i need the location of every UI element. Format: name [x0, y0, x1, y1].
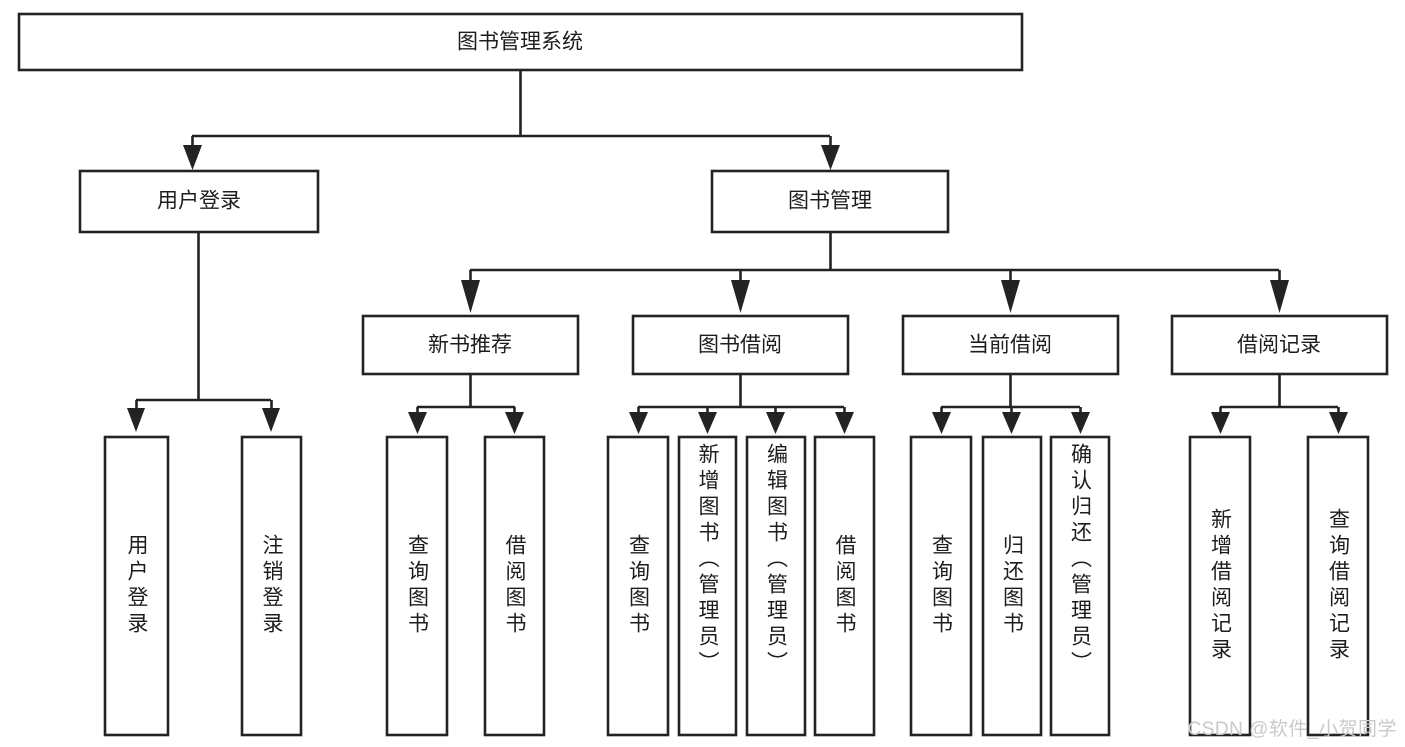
node-leaf-8[interactable] [813, 435, 876, 737]
arrowhead-new-book-rec [461, 280, 480, 313]
node-leaf-2-box[interactable] [240, 435, 303, 737]
node-new-book-rec-label: 新书推荐 [428, 334, 512, 357]
node-leaf-1[interactable] [103, 435, 170, 737]
node-leaf-4[interactable] [483, 435, 546, 737]
node-root-label: 图书管理系统 [457, 31, 583, 54]
arrowhead-user-login [183, 145, 202, 170]
node-borrow-record-label: 借阅记录 [1237, 334, 1321, 357]
node-leaf-7[interactable] [745, 435, 807, 737]
arrowhead-book-borrow [731, 280, 750, 313]
node-user-login[interactable]: 用户登录 [78, 169, 320, 234]
arrowhead-leaf-4 [505, 412, 524, 434]
arrowhead-leaf-13 [1329, 412, 1348, 434]
node-book-borrow[interactable]: 图书借阅 [631, 314, 850, 376]
node-borrow-record-box[interactable] [1170, 314, 1389, 376]
csdn-watermark: CSDN @软件_小贺同学 [1187, 719, 1397, 740]
node-leaf-6-box[interactable] [677, 435, 738, 737]
node-book-manage-box[interactable] [710, 169, 950, 234]
arrowhead-leaf-9 [932, 412, 951, 434]
arrowhead-leaf-3 [408, 412, 427, 434]
arrowhead-book-manage [821, 145, 840, 170]
node-leaf-11[interactable] [1049, 435, 1111, 737]
arrowhead-leaf-12 [1211, 412, 1230, 434]
node-layer: 图书管理系统 用户登录 图书管理 新书推荐 图书借阅 [17, 12, 1389, 737]
node-new-book-rec-box[interactable] [361, 314, 580, 376]
connector-layer [127, 70, 1348, 434]
node-leaf-8-box[interactable] [813, 435, 876, 737]
node-book-manage-label: 图书管理 [788, 190, 872, 213]
node-leaf-5-box[interactable] [606, 435, 670, 737]
node-leaf-13-box[interactable] [1306, 435, 1370, 737]
node-leaf-5[interactable] [606, 435, 670, 737]
node-leaf-9[interactable] [909, 435, 973, 737]
arrowhead-leaf-10 [1002, 412, 1021, 434]
node-current-borrow-label: 当前借阅 [968, 334, 1052, 357]
node-root[interactable]: 图书管理系统 [17, 12, 1024, 72]
node-leaf-1-box[interactable] [103, 435, 170, 737]
arrowhead-leaf-8 [835, 412, 854, 434]
arrowhead-leaf-11 [1071, 412, 1090, 434]
node-user-login-label: 用户登录 [157, 190, 241, 213]
node-leaf-10-box[interactable] [981, 435, 1043, 737]
node-leaf-4-box[interactable] [483, 435, 546, 737]
node-leaf-13[interactable] [1306, 435, 1370, 737]
arrowhead-borrow-record [1270, 280, 1289, 313]
node-leaf-3[interactable] [385, 435, 449, 737]
arrowhead-leaf-1 [127, 408, 145, 432]
node-leaf-12-box[interactable] [1188, 435, 1252, 737]
node-current-borrow-box[interactable] [901, 314, 1120, 376]
node-root-box[interactable] [17, 12, 1024, 72]
node-leaf-6[interactable] [677, 435, 738, 737]
node-leaf-11-box[interactable] [1049, 435, 1111, 737]
arrowhead-leaf-6 [698, 412, 717, 434]
node-leaf-3-box[interactable] [385, 435, 449, 737]
node-user-login-box[interactable] [78, 169, 320, 234]
node-leaf-2[interactable] [240, 435, 303, 737]
node-leaf-10[interactable] [981, 435, 1043, 737]
node-current-borrow[interactable]: 当前借阅 [901, 314, 1120, 376]
node-borrow-record[interactable]: 借阅记录 [1170, 314, 1389, 376]
node-book-borrow-box[interactable] [631, 314, 850, 376]
node-new-book-rec[interactable]: 新书推荐 [361, 314, 580, 376]
node-book-manage[interactable]: 图书管理 [710, 169, 950, 234]
arrowhead-current-borrow [1001, 280, 1020, 313]
node-leaf-7-box[interactable] [745, 435, 807, 737]
arrowhead-leaf-5 [629, 412, 648, 434]
node-leaf-12[interactable] [1188, 435, 1252, 737]
arrowhead-leaf-2 [262, 408, 280, 432]
arrowhead-leaf-7 [766, 412, 785, 434]
node-leaf-9-box[interactable] [909, 435, 973, 737]
node-book-borrow-label: 图书借阅 [698, 334, 782, 357]
